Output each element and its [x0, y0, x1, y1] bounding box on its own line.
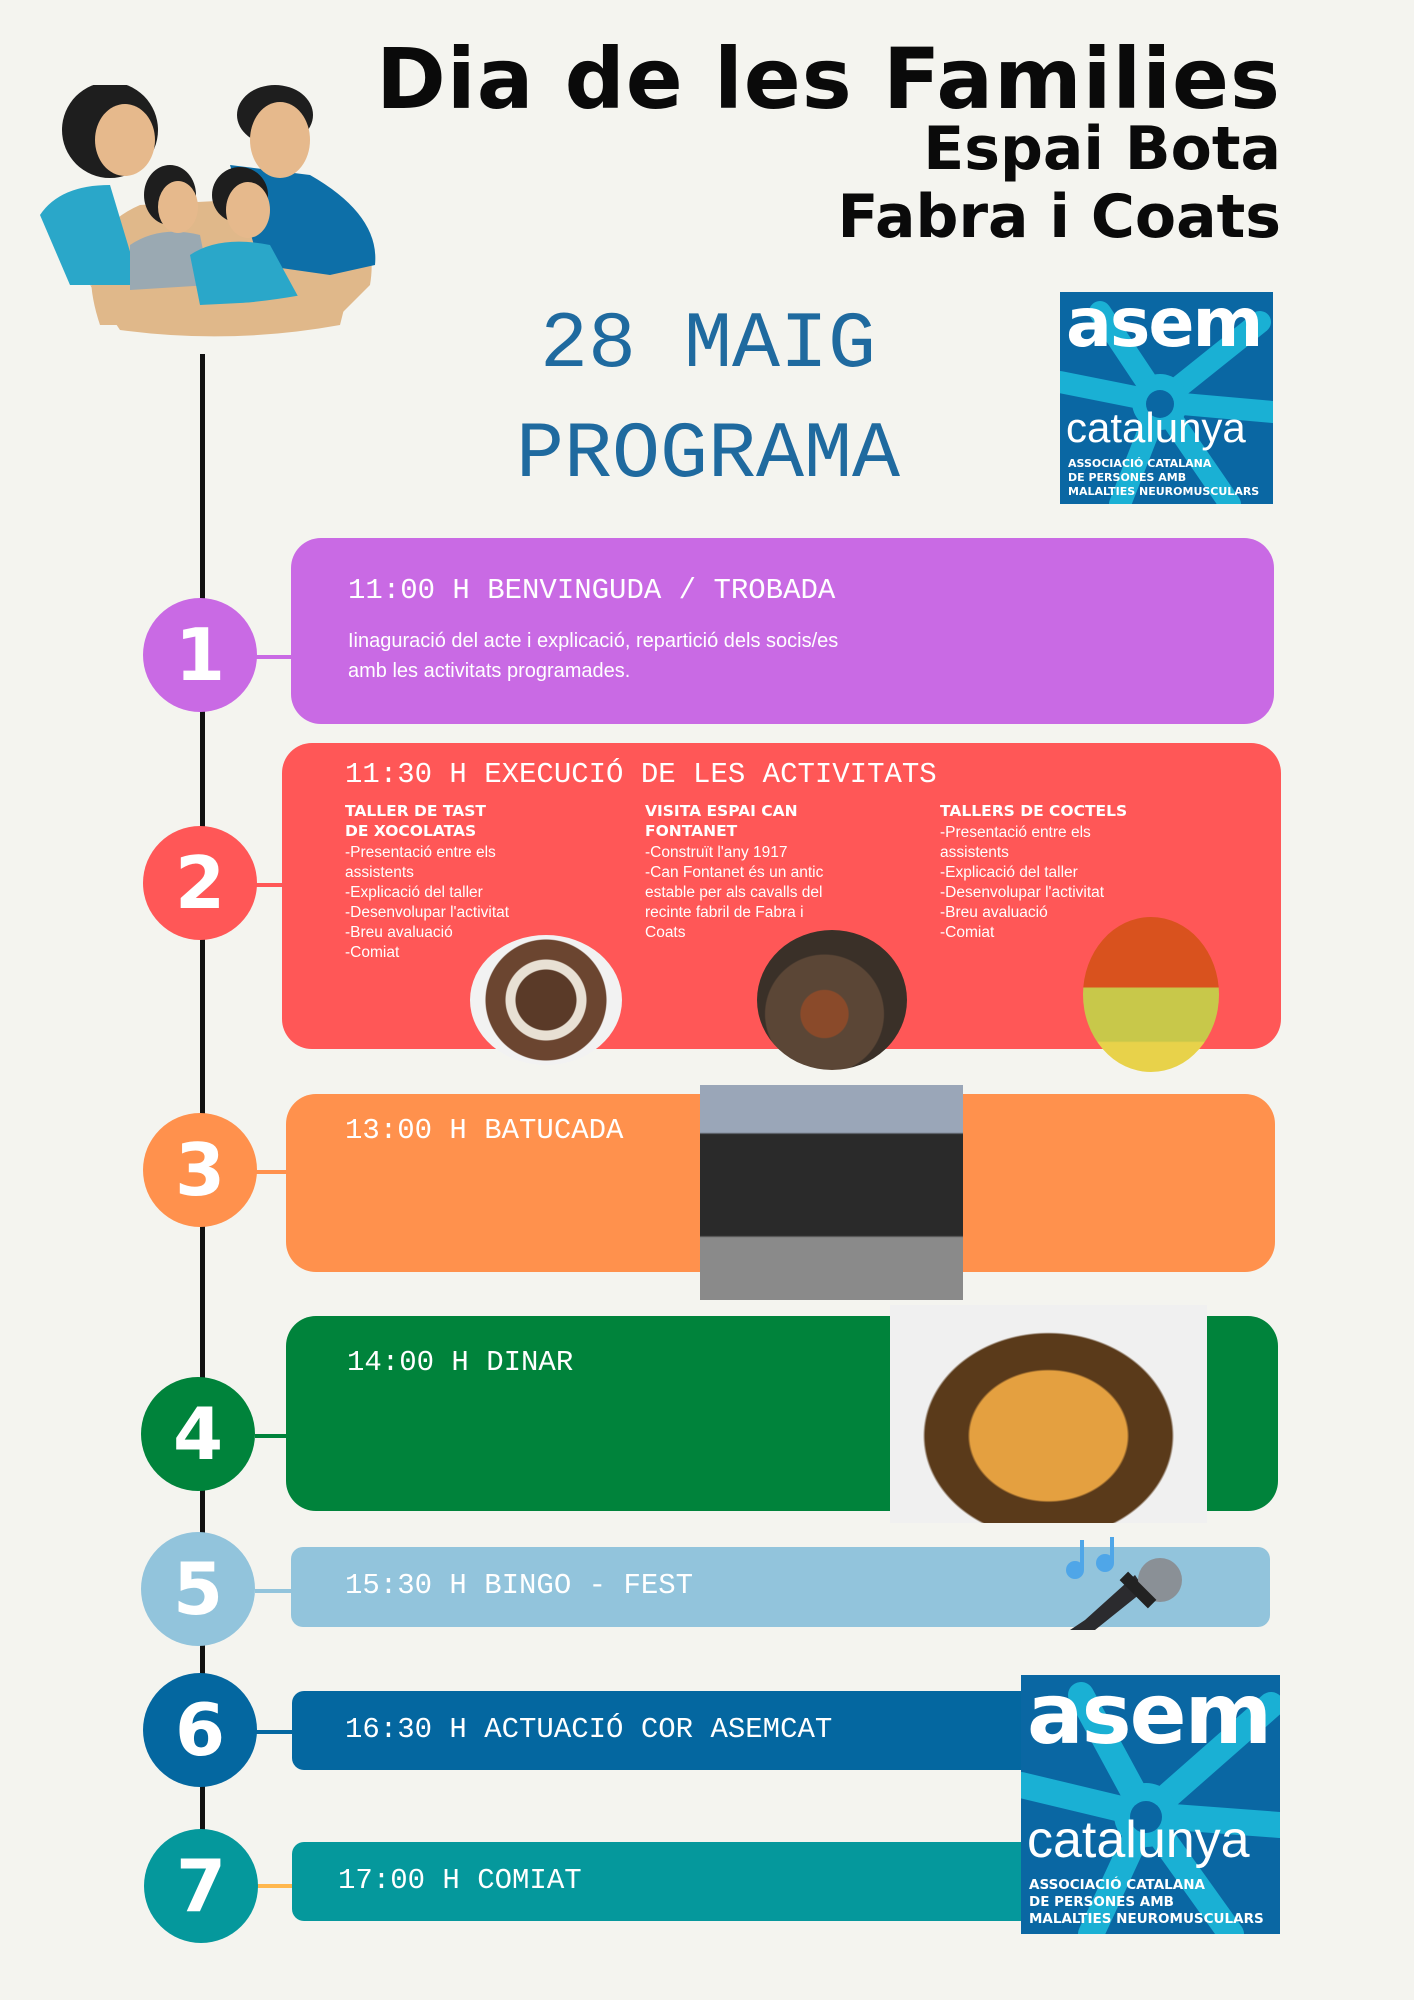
step-5-heading: 15:30 H BINGO - FEST: [345, 1569, 694, 1602]
step-3-heading: 13:00 H BATUCADA: [345, 1114, 624, 1147]
step-6-connector: [255, 1730, 293, 1734]
step-1-card: 11:00 H BENVINGUDA / TROBADA Iinaguració…: [291, 538, 1274, 724]
step-5-badge: 5: [141, 1532, 255, 1646]
batucada-photo: [700, 1085, 963, 1300]
step-3-badge: 3: [143, 1113, 257, 1227]
page-title: Dia de les Families: [376, 30, 1281, 128]
family-illustration: [40, 85, 376, 337]
step-6-badge: 6: [143, 1673, 257, 1787]
step-7-connector: [255, 1884, 293, 1888]
activity-cocktails: TALLERS DE COCTELS -Presentació entre el…: [940, 802, 1128, 941]
step-2-badge: 2: [143, 826, 257, 940]
step-1-heading: 11:00 H BENVINGUDA / TROBADA: [348, 574, 836, 607]
venue-line-2: Fabra i Coats: [837, 182, 1281, 252]
step-2-connector: [255, 883, 290, 887]
step-1-badge: 1: [143, 598, 257, 712]
step-1-connector: [255, 655, 295, 659]
chocolate-photo: [470, 935, 622, 1065]
step-4-connector: [255, 1434, 290, 1438]
asem-logo-bottom: asem catalunya ASSOCIACIÓ CATALANA DE PE…: [1021, 1675, 1280, 1934]
step-7-card: 17:00 H COMIAT: [292, 1842, 1072, 1921]
step-4-badge: 4: [141, 1377, 255, 1491]
program-heading: PROGRAMA: [515, 410, 901, 501]
step-5-connector: [255, 1589, 293, 1593]
microphone-icon: [1066, 1537, 1182, 1630]
step-4-heading: 14:00 H DINAR: [347, 1346, 574, 1379]
neuron-shape: [1060, 301, 1273, 504]
venue-line-1: Espai Bota: [923, 114, 1281, 184]
event-date: 28 MAIG: [539, 300, 877, 391]
step-2-heading: 11:30 H EXECUCIÓ DE LES ACTIVITATS: [345, 758, 937, 791]
step-6-heading: 16:30 H ACTUACIÓ COR ASEMCAT: [345, 1713, 833, 1746]
step-7-heading: 17:00 H COMIAT: [338, 1864, 582, 1897]
food-photo: [890, 1305, 1207, 1523]
cocktails-photo: [1083, 917, 1219, 1072]
step-7-badge: 7: [144, 1829, 258, 1943]
asem-logo: asem catalunya ASSOCIACIÓ CATALANA DE PE…: [1060, 292, 1273, 504]
step-3-connector: [255, 1170, 290, 1174]
can-fontanet-photo: [757, 930, 907, 1070]
step-6-card: 16:30 H ACTUACIÓ COR ASEMCAT: [292, 1691, 1072, 1770]
neuron-shape: [1021, 1682, 1280, 1934]
